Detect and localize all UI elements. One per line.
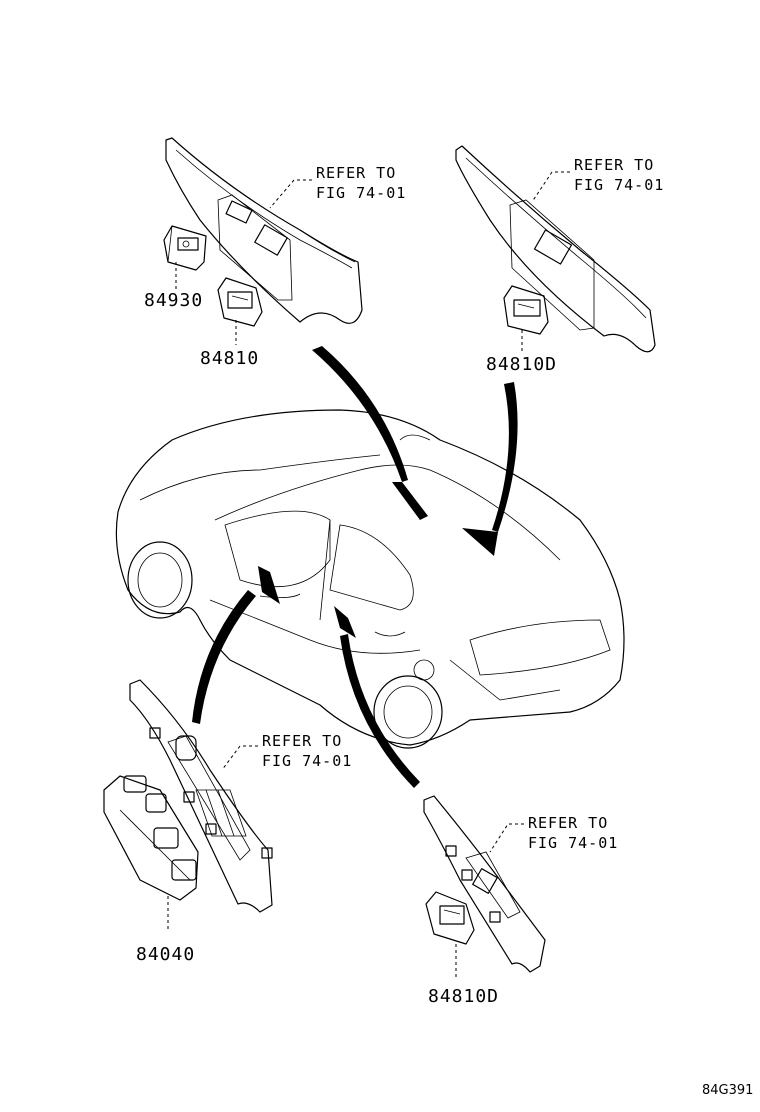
driver-door-trim-panel bbox=[129, 679, 273, 913]
master-switch-84040 bbox=[103, 775, 199, 930]
vehicle-outline bbox=[115, 409, 625, 749]
front-right-door-trim-panel bbox=[455, 145, 656, 353]
part-label-84810d-top: 84810D bbox=[486, 354, 557, 375]
part-label-84040: 84040 bbox=[136, 944, 195, 965]
part-label-84810d-bottom: 84810D bbox=[428, 986, 499, 1007]
callout-top-left-line1: REFER TO bbox=[316, 164, 396, 182]
front-left-door-trim-panel bbox=[165, 137, 363, 324]
part-label-84810: 84810 bbox=[200, 348, 259, 369]
callout-bottom-right-line1: REFER TO bbox=[528, 814, 608, 832]
callout-top-left-line2: FIG 74-01 bbox=[316, 184, 406, 202]
callout-top-right-line1: REFER TO bbox=[574, 156, 654, 174]
diagram-code: 84G391 bbox=[702, 1083, 753, 1098]
switch-84810d-top bbox=[503, 285, 549, 352]
callout-top-right: REFER TO FIG 74-01 bbox=[574, 156, 664, 194]
rear-door-trim-panel bbox=[423, 795, 546, 973]
callout-bottom-left: REFER TO FIG 74-01 bbox=[262, 732, 352, 770]
callout-bottom-right-line2: FIG 74-01 bbox=[528, 834, 618, 852]
callout-bottom-left-line1: REFER TO bbox=[262, 732, 342, 750]
switch-84810 bbox=[217, 277, 263, 345]
callout-top-left: REFER TO FIG 74-01 bbox=[316, 164, 406, 202]
switch-84810d-bottom bbox=[425, 891, 475, 980]
callout-bottom-left-line2: FIG 74-01 bbox=[262, 752, 352, 770]
part-label-84930: 84930 bbox=[144, 290, 203, 311]
callout-bottom-right: REFER TO FIG 74-01 bbox=[528, 814, 618, 852]
switch-84930 bbox=[163, 225, 207, 292]
pointer-arcs bbox=[192, 346, 518, 788]
callout-top-right-line2: FIG 74-01 bbox=[574, 176, 664, 194]
callout-leaders bbox=[221, 171, 570, 853]
